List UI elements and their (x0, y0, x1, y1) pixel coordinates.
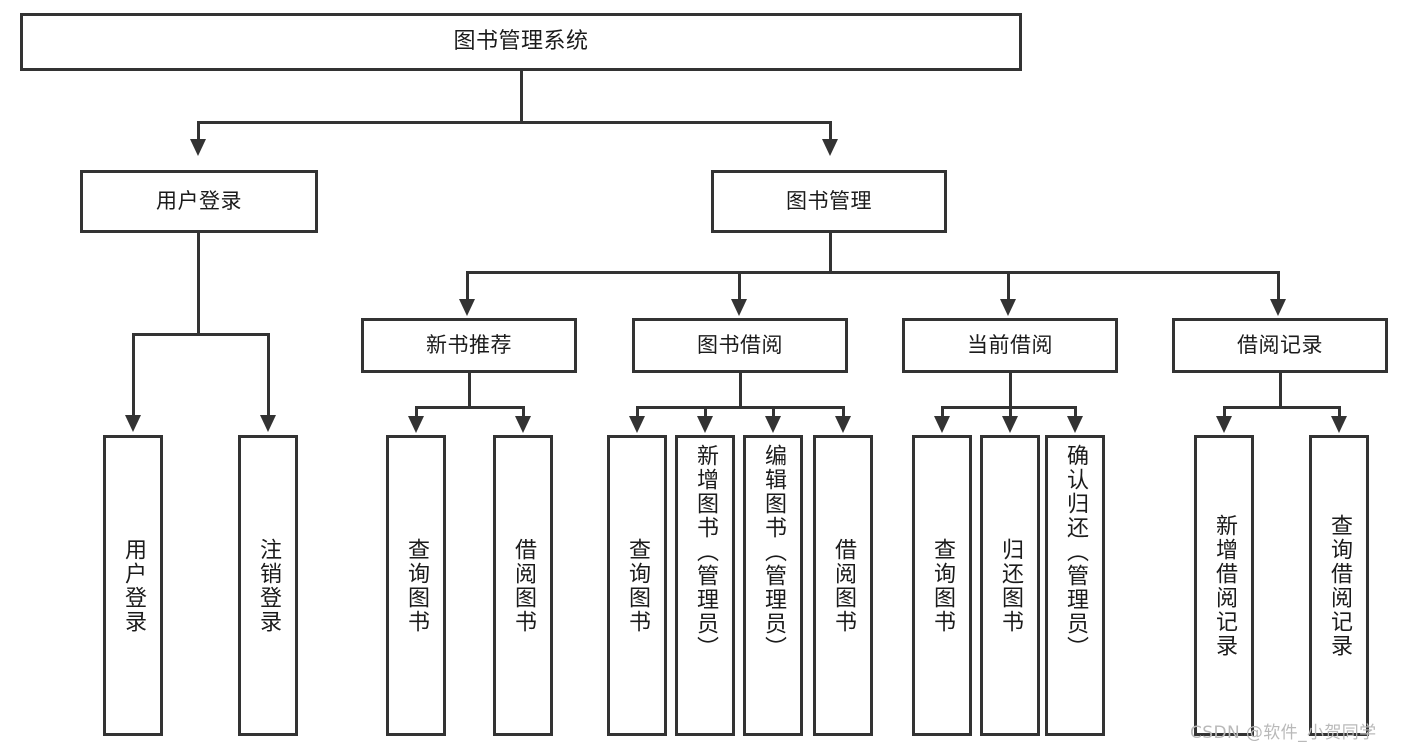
connector-borrow-record-drop-2 (1338, 406, 1341, 418)
arrow-to-leaf-query-book-3 (934, 416, 950, 433)
arrow-to-leaf-borrow-book-1 (515, 416, 531, 433)
node-label: 当前借阅 (967, 333, 1053, 358)
arrow-to-book-manage (822, 139, 838, 156)
leaf-borrow-book[interactable]: 借阅图书 (813, 435, 873, 736)
leaf-return-book[interactable]: 归还图书 (980, 435, 1040, 736)
leaf-query-book-recommend[interactable]: 查询图书 (386, 435, 446, 736)
node-label: 查询图书 (624, 537, 650, 634)
node-label: 编辑图书（管理员） (760, 444, 786, 660)
leaf-add-book-admin[interactable]: 新增图书（管理员） (675, 435, 735, 736)
node-label: 确认归还（管理员） (1062, 444, 1088, 660)
node-new-book-recommend[interactable]: 新书推荐 (361, 318, 577, 373)
arrow-to-leaf-logout (260, 415, 276, 432)
connector-book-manage-drop-3 (1007, 271, 1010, 301)
node-borrow-record[interactable]: 借阅记录 (1172, 318, 1388, 373)
leaf-query-book-borrow[interactable]: 查询图书 (607, 435, 667, 736)
connector-book-manage-stem (829, 233, 832, 273)
connector-user-login-bus (132, 333, 270, 336)
arrow-to-new-book-recommend (459, 299, 475, 316)
node-label: 查询图书 (929, 537, 955, 634)
leaf-logout[interactable]: 注销登录 (238, 435, 298, 736)
arrow-to-book-borrow (731, 299, 747, 316)
connector-book-manage-bus (466, 271, 1280, 274)
connector-book-manage-drop-1 (466, 271, 469, 301)
connector-current-borrow-drop-3 (1074, 406, 1077, 418)
connector-new-book-stem (468, 373, 471, 408)
connector-current-borrow-drop-1 (941, 406, 944, 418)
connector-book-borrow-drop-1 (636, 406, 639, 418)
arrow-to-leaf-return-book (1002, 416, 1018, 433)
node-label: 图书借阅 (697, 333, 783, 358)
connector-book-borrow-stem (739, 373, 742, 408)
arrow-to-leaf-add-book (697, 416, 713, 433)
node-label: 归还图书 (997, 537, 1023, 634)
connector-root-drop-left (197, 121, 200, 141)
arrow-to-leaf-add-record (1216, 416, 1232, 433)
node-root-system[interactable]: 图书管理系统 (20, 13, 1022, 71)
arrow-to-user-login (190, 139, 206, 156)
connector-borrow-record-stem (1279, 373, 1282, 408)
connector-user-login-drop-1 (132, 333, 135, 417)
node-label: 查询图书 (403, 537, 429, 634)
node-label: 查询借阅记录 (1326, 513, 1352, 658)
connector-new-book-drop-2 (522, 406, 525, 418)
connector-book-borrow-bus (636, 406, 845, 409)
node-label: 注销登录 (255, 537, 281, 634)
node-label: 新书推荐 (426, 333, 512, 358)
node-label: 借阅图书 (510, 537, 536, 634)
node-book-borrow[interactable]: 图书借阅 (632, 318, 848, 373)
arrow-to-leaf-edit-book (765, 416, 781, 433)
node-user-login[interactable]: 用户登录 (80, 170, 318, 233)
node-label: 借阅图书 (830, 537, 856, 634)
arrow-to-leaf-user-login (125, 415, 141, 432)
arrow-to-leaf-confirm-return (1067, 416, 1083, 433)
arrow-to-leaf-query-book-1 (408, 416, 424, 433)
node-label: 用户登录 (156, 189, 242, 214)
connector-book-manage-drop-2 (738, 271, 741, 301)
connector-borrow-record-bus (1223, 406, 1341, 409)
connector-book-borrow-drop-4 (842, 406, 845, 418)
arrow-to-leaf-query-record (1331, 416, 1347, 433)
node-label: 图书管理系统 (453, 29, 589, 55)
csdn-watermark: CSDN @软件_小贺同学 (1190, 723, 1377, 743)
connector-borrow-record-drop-1 (1223, 406, 1226, 418)
leaf-add-borrow-record[interactable]: 新增借阅记录 (1194, 435, 1254, 736)
connector-user-login-drop-2 (267, 333, 270, 417)
connector-book-borrow-drop-2 (704, 406, 707, 418)
node-label: 用户登录 (120, 537, 146, 634)
leaf-query-book-current[interactable]: 查询图书 (912, 435, 972, 736)
arrow-to-leaf-query-book-2 (629, 416, 645, 433)
connector-book-manage-drop-4 (1277, 271, 1280, 301)
leaf-query-borrow-record[interactable]: 查询借阅记录 (1309, 435, 1369, 736)
leaf-borrow-book-recommend[interactable]: 借阅图书 (493, 435, 553, 736)
node-label: 图书管理 (786, 189, 872, 214)
connector-root-drop-right (829, 121, 832, 141)
connector-new-book-drop-1 (415, 406, 418, 418)
node-label: 新增图书（管理员） (692, 444, 718, 660)
connector-root-stem (520, 71, 523, 123)
node-book-manage[interactable]: 图书管理 (711, 170, 947, 233)
arrow-to-borrow-record (1270, 299, 1286, 316)
leaf-confirm-return-admin[interactable]: 确认归还（管理员） (1045, 435, 1105, 736)
node-current-borrow[interactable]: 当前借阅 (902, 318, 1118, 373)
arrow-to-leaf-borrow-book-2 (835, 416, 851, 433)
node-label: 新增借阅记录 (1211, 513, 1237, 658)
connector-current-borrow-drop-2 (1009, 406, 1012, 418)
connector-new-book-bus (415, 406, 525, 409)
connector-root-bus (197, 121, 832, 124)
connector-book-borrow-drop-3 (772, 406, 775, 418)
connector-current-borrow-stem (1009, 373, 1012, 408)
leaf-edit-book-admin[interactable]: 编辑图书（管理员） (743, 435, 803, 736)
leaf-user-login[interactable]: 用户登录 (103, 435, 163, 736)
node-label: 借阅记录 (1237, 333, 1323, 358)
arrow-to-current-borrow (1000, 299, 1016, 316)
connector-user-login-stem (197, 233, 200, 335)
